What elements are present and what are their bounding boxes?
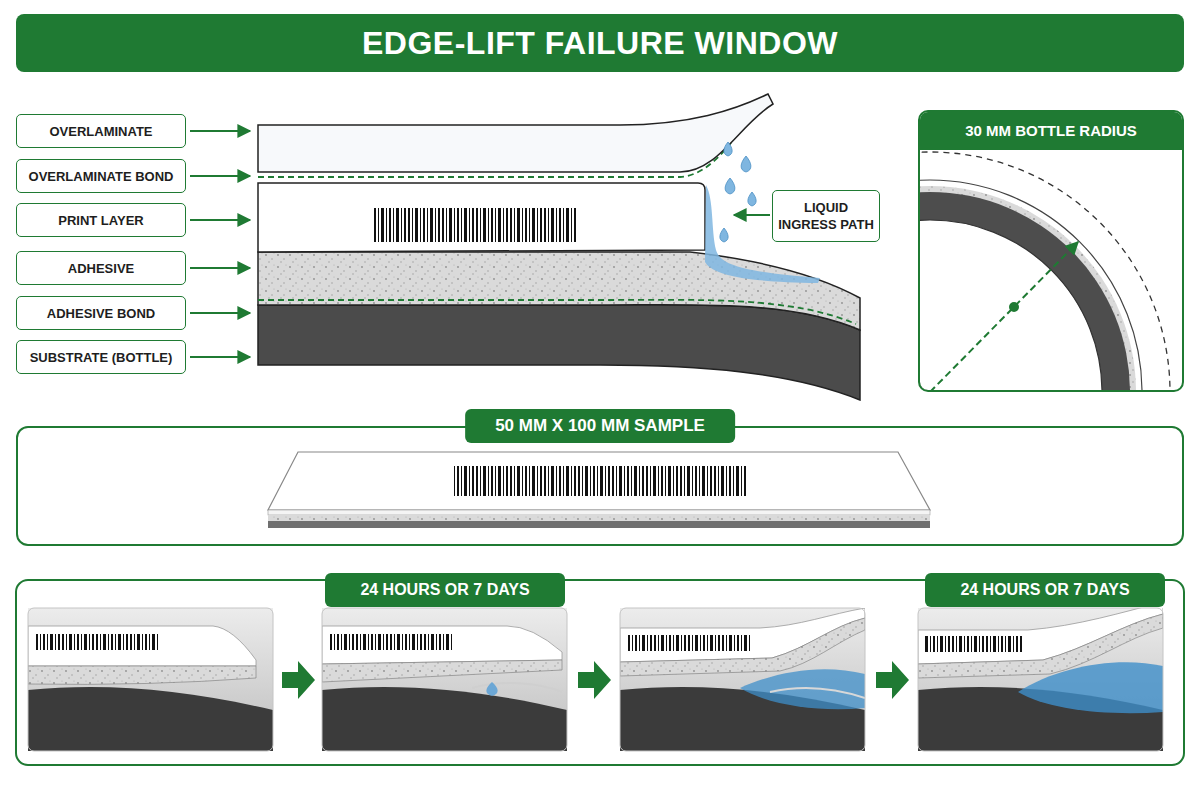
bottle-radius-drawing: [920, 152, 1170, 390]
barcode: [36, 634, 160, 650]
residue-line: [472, 683, 562, 692]
adhesive-layer: [258, 252, 860, 330]
liquid-drop: [741, 156, 751, 172]
barcode: [330, 634, 454, 650]
panel-heading: 30 MM BOTTLE RADIUS: [920, 112, 1182, 150]
sample-slab: [268, 452, 930, 528]
step-arrow: [282, 661, 315, 699]
liquid-drop: [748, 192, 756, 206]
panel-heading: 50 MM X 100 MM SAMPLE: [465, 409, 735, 443]
leader-arrow: [190, 130, 250, 132]
liquid-drop: [720, 228, 728, 242]
label-text: OVERLAMINATE: [49, 124, 152, 139]
photo-frame: [620, 608, 865, 751]
sample-face: [268, 452, 930, 510]
sample-edge: [268, 521, 930, 528]
bottle: [322, 687, 567, 751]
print-layer: [258, 183, 705, 252]
label-edge: [322, 660, 562, 682]
adhesive-bond-line: [258, 300, 856, 324]
step-arrow: [876, 661, 909, 699]
bottle-inside: [920, 220, 1102, 390]
photo-frame: [28, 608, 273, 751]
sequence-panel: [16, 580, 1184, 765]
label-text: OVERLAMINATE BOND: [29, 169, 174, 184]
photo-bg: [28, 608, 273, 751]
radius-line: [930, 242, 1078, 390]
barcode: [628, 635, 752, 651]
stage-photo: [322, 608, 567, 751]
title-text: EDGE-LIFT FAILURE WINDOW: [362, 25, 838, 62]
barcode: [452, 466, 746, 496]
label-text: 24 HOURS OR 7 DAYS: [960, 581, 1129, 599]
bottle: [28, 687, 273, 751]
label-text: ADHESIVE: [68, 261, 134, 276]
label-text: 24 HOURS OR 7 DAYS: [360, 581, 529, 599]
label-text: SUBSTRATE (BOTTLE): [30, 350, 173, 365]
photo-frame: [322, 608, 567, 751]
barcode: [372, 208, 578, 242]
layer-label: PRINT LAYER: [16, 203, 186, 237]
duration-tab: 24 HOURS OR 7 DAYS: [325, 573, 565, 607]
label-text: ADHESIVE BOND: [47, 306, 155, 321]
step-arrow: [578, 661, 611, 699]
radius-dot: [1009, 302, 1019, 312]
callout-box: LIQUID INGRESS PATH: [772, 190, 880, 242]
bottle-wall: [920, 192, 1130, 390]
liquid-drop: [724, 142, 732, 156]
stage-photo: [620, 608, 865, 751]
stage-photo: [28, 608, 273, 751]
leader-arrow: [190, 219, 250, 221]
leader-arrow: [190, 356, 250, 358]
liquid-drop: [725, 178, 735, 194]
stage-photo: [918, 602, 1163, 751]
photo-frames: [28, 608, 1163, 751]
duration-tab: 24 HOURS OR 7 DAYS: [925, 573, 1165, 607]
layer-label: SUBSTRATE (BOTTLE): [16, 340, 186, 374]
liquid-pool: [740, 669, 865, 709]
layer-label: ADHESIVE: [16, 251, 186, 285]
title-band: EDGE-LIFT FAILURE WINDOW: [16, 14, 1184, 72]
label-text: PRINT LAYER: [58, 213, 143, 228]
layer-label: OVERLAMINATE BOND: [16, 159, 186, 193]
residue-line: [770, 688, 865, 698]
label-face: [28, 626, 256, 666]
substrate-layer: [258, 305, 860, 400]
sample-edge: [268, 515, 930, 521]
leader-arrow: [734, 214, 770, 216]
sample-edge: [268, 510, 930, 515]
overlaminate-layer: [258, 94, 773, 172]
label-face: [322, 626, 562, 664]
leader-arrow: [190, 267, 250, 269]
leader-arrows: [190, 131, 770, 357]
photo-bg: [620, 608, 865, 751]
label-edge: [28, 666, 256, 684]
leader-arrow: [190, 175, 250, 177]
photo-bg: [322, 608, 567, 751]
label-text: LIQUID INGRESS PATH: [777, 199, 875, 233]
photo-frame: [918, 608, 1163, 751]
label-edge: [620, 618, 865, 676]
label-ring: [920, 180, 1142, 390]
radius-arc: [920, 152, 1170, 390]
label-edge: [918, 614, 1163, 678]
sample-panel: 50 MM X 100 MM SAMPLE: [16, 426, 1184, 546]
leader-arrow: [190, 312, 250, 314]
layer-cross-section: [258, 94, 860, 400]
liquid-drop: [486, 682, 497, 696]
radius-panel: 30 MM BOTTLE RADIUS: [918, 110, 1184, 392]
layer-label: ADHESIVE BOND: [16, 296, 186, 330]
adhesive-ring: [920, 186, 1136, 390]
layer-label: OVERLAMINATE: [16, 114, 186, 148]
barcode: [924, 636, 1024, 652]
